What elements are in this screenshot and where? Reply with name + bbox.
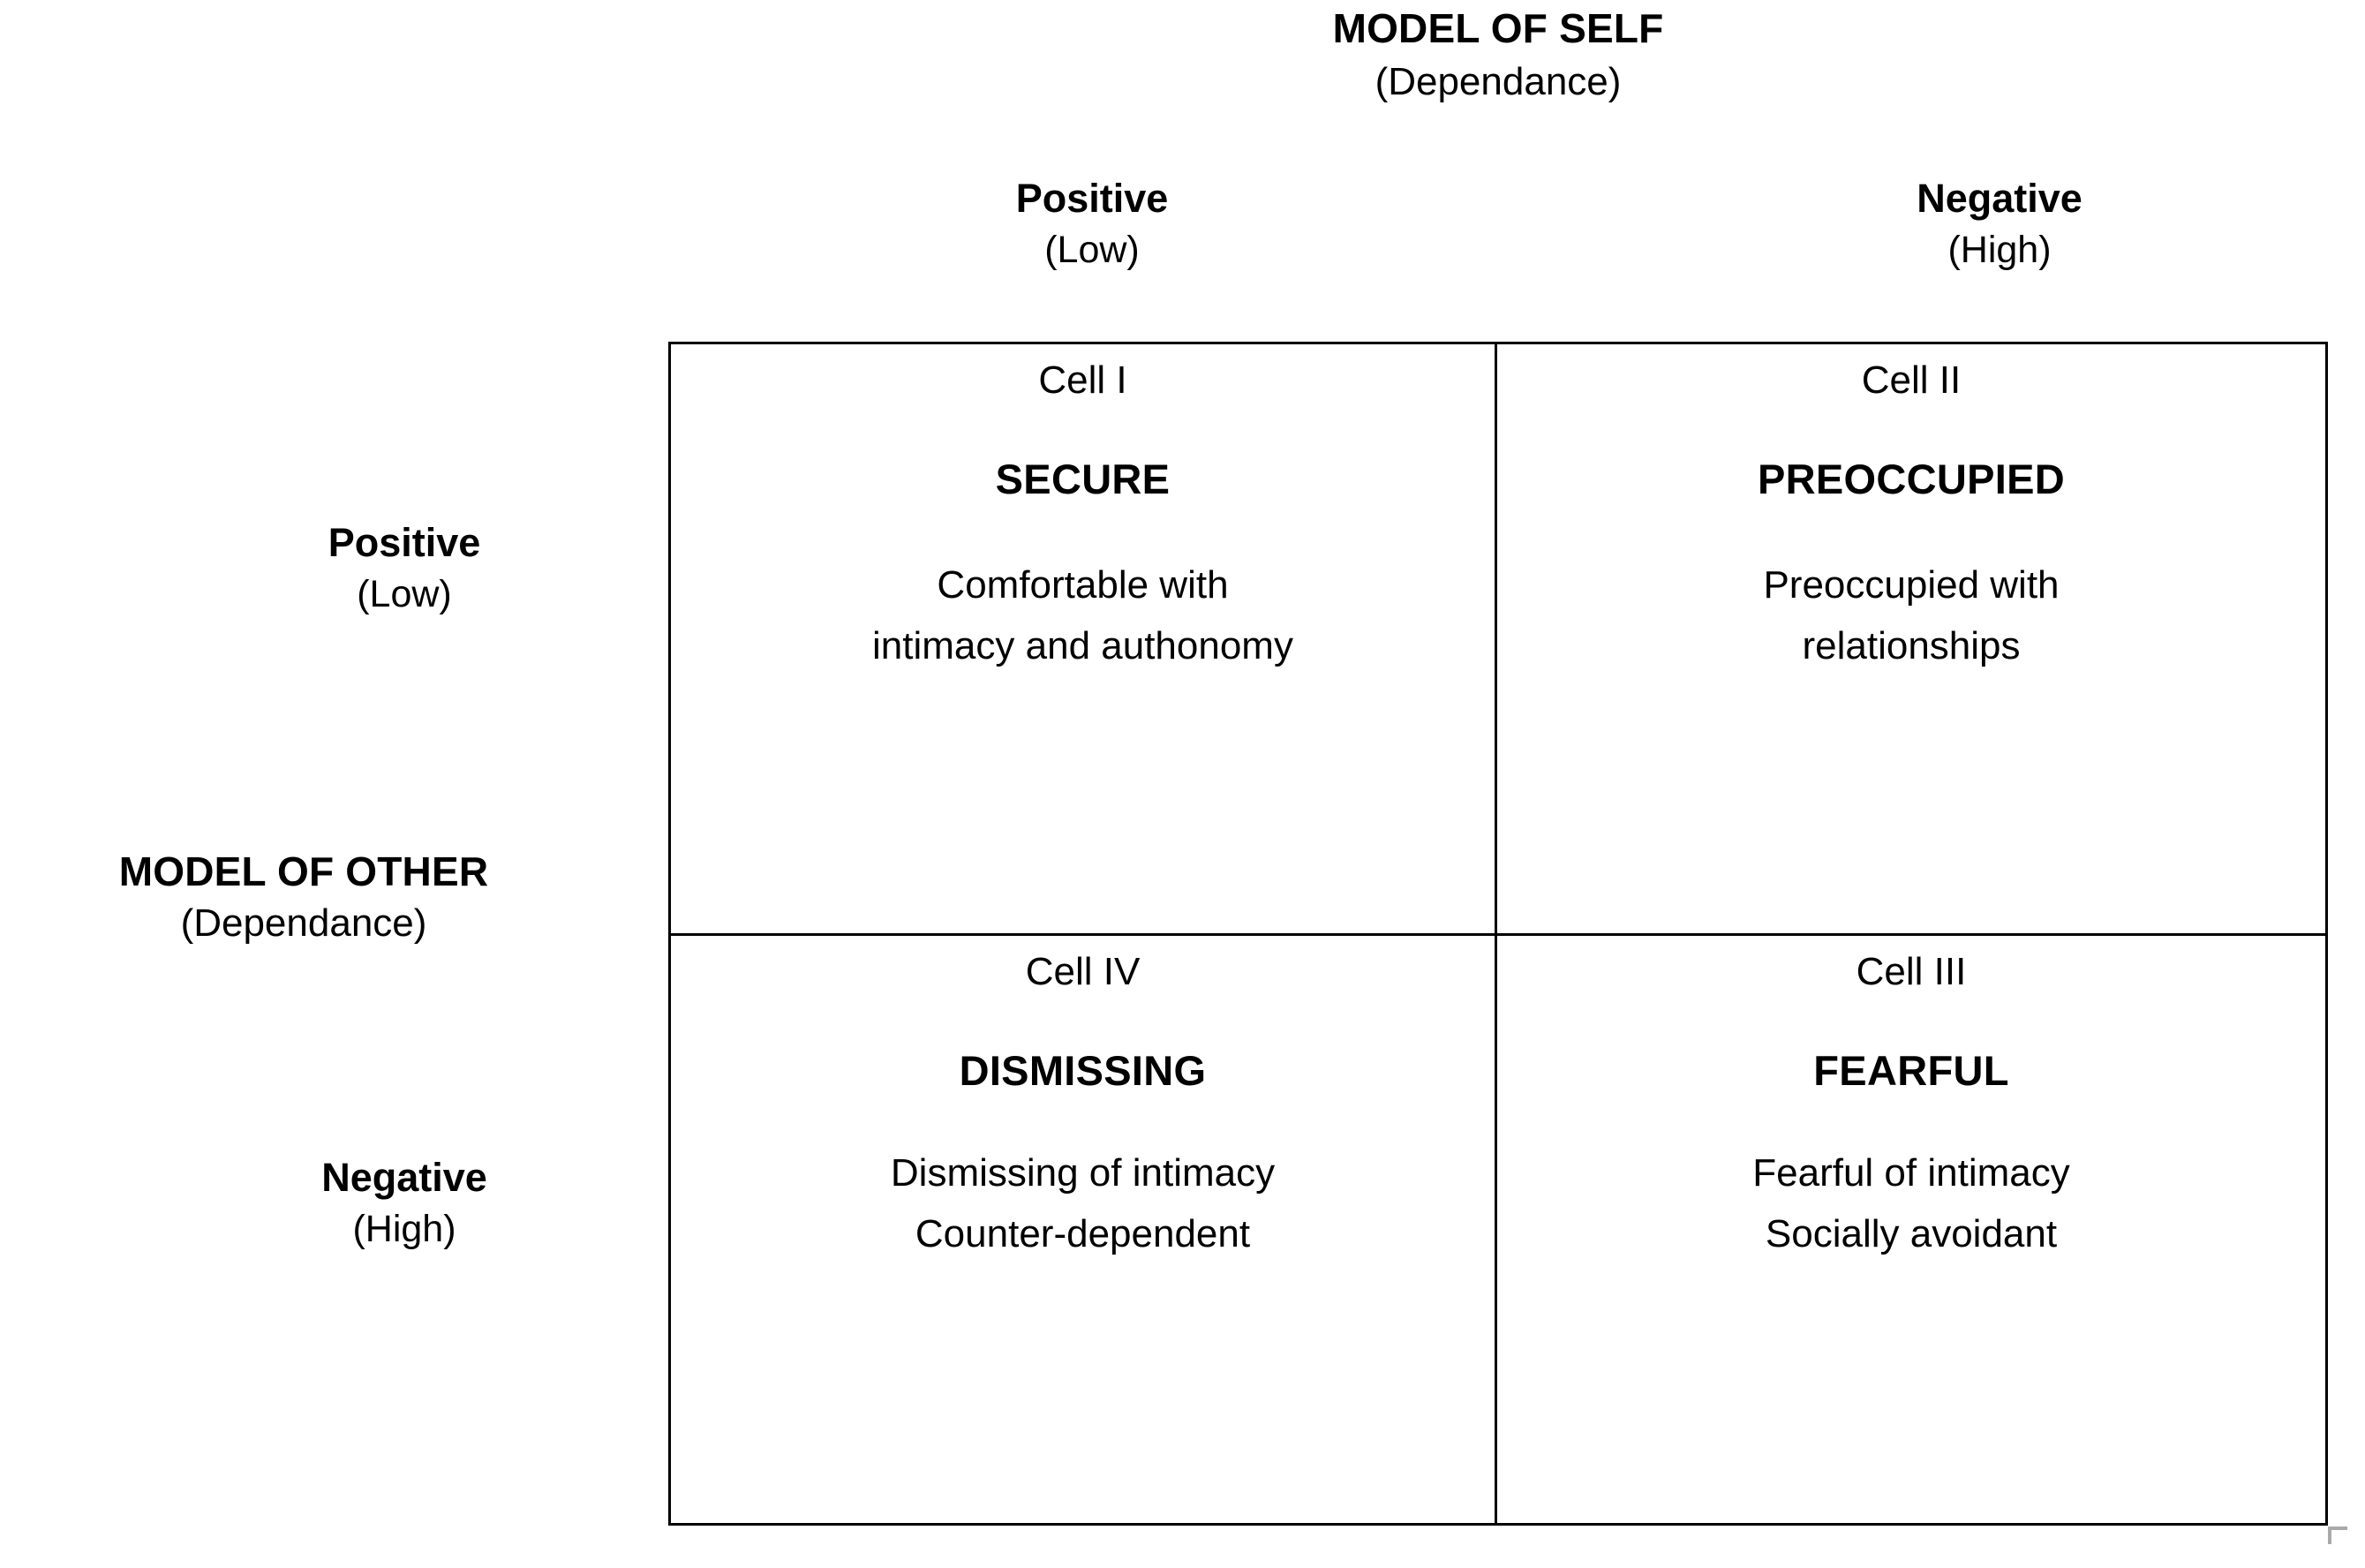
quadrant-cell-3-description: Fearful of intimacy Socially avoidant bbox=[1752, 1151, 2070, 1255]
quadrant-cell-3-fearful: Cell III FEARFUL Fearful of intimacy Soc… bbox=[1497, 936, 2325, 1523]
table-resize-handle[interactable] bbox=[2328, 1527, 2347, 1544]
quadrant-cell-1-description: Comfortable with intimacy and authonomy bbox=[872, 563, 1293, 667]
quadrant-cell-4-id: Cell IV bbox=[1025, 950, 1141, 993]
quadrant-cell-1-title: SECURE bbox=[995, 456, 1171, 502]
row-header-positive-sublabel: (Low) bbox=[357, 573, 452, 615]
quadrant-cell-1-secure: Cell I SECURE Comfortable with intimacy … bbox=[671, 344, 1497, 936]
column-header-negative: Negative (High) bbox=[1735, 173, 2264, 275]
column-header-positive-label: Positive bbox=[1015, 176, 1169, 221]
column-header-negative-label: Negative bbox=[1917, 176, 2083, 221]
quadrant-cell-4-title: DISMISSING bbox=[959, 1047, 1207, 1094]
model-of-other-axis-title: MODEL OF OTHER (Dependance) bbox=[4, 846, 604, 950]
quadrant-cell-2-title: PREOCCUPIED bbox=[1757, 456, 2066, 502]
quadrant-cell-1-id: Cell I bbox=[1038, 358, 1127, 402]
quadrant-cell-3-id: Cell III bbox=[1856, 950, 1967, 993]
column-header-positive-sublabel: (Low) bbox=[1044, 229, 1140, 271]
model-of-other-sublabel: (Dependance) bbox=[180, 901, 427, 945]
quadrant-cell-2-preoccupied: Cell II PREOCCUPIED Preoccupied with rel… bbox=[1497, 344, 2325, 936]
row-header-negative-sublabel: (High) bbox=[352, 1208, 456, 1250]
model-of-self-axis-title: MODEL OF SELF (Dependance) bbox=[668, 2, 2328, 109]
column-header-positive: Positive (Low) bbox=[827, 173, 1357, 275]
model-of-self-label: MODEL OF SELF bbox=[1332, 5, 1664, 51]
row-header-negative-label: Negative bbox=[321, 1155, 487, 1200]
column-header-negative-sublabel: (High) bbox=[1947, 229, 2052, 271]
attachment-style-matrix: Cell I SECURE Comfortable with intimacy … bbox=[668, 342, 2328, 1526]
quadrant-cell-4-description: Dismissing of intimacy Counter-dependent bbox=[890, 1151, 1276, 1255]
quadrant-cell-2-description: Preoccupied with relationships bbox=[1763, 563, 2060, 667]
quadrant-cell-3-title: FEARFUL bbox=[1813, 1047, 2009, 1094]
row-header-negative: Negative (High) bbox=[139, 1152, 669, 1255]
quadrant-cell-4-dismissing: Cell IV DISMISSING Dismissing of intimac… bbox=[671, 936, 1497, 1523]
model-of-other-label: MODEL OF OTHER bbox=[118, 848, 489, 894]
quadrant-cell-2-id: Cell II bbox=[1861, 358, 1962, 402]
row-header-positive: Positive (Low) bbox=[139, 517, 669, 620]
model-of-self-sublabel: (Dependance) bbox=[1375, 60, 1622, 103]
row-header-positive-label: Positive bbox=[328, 520, 481, 565]
